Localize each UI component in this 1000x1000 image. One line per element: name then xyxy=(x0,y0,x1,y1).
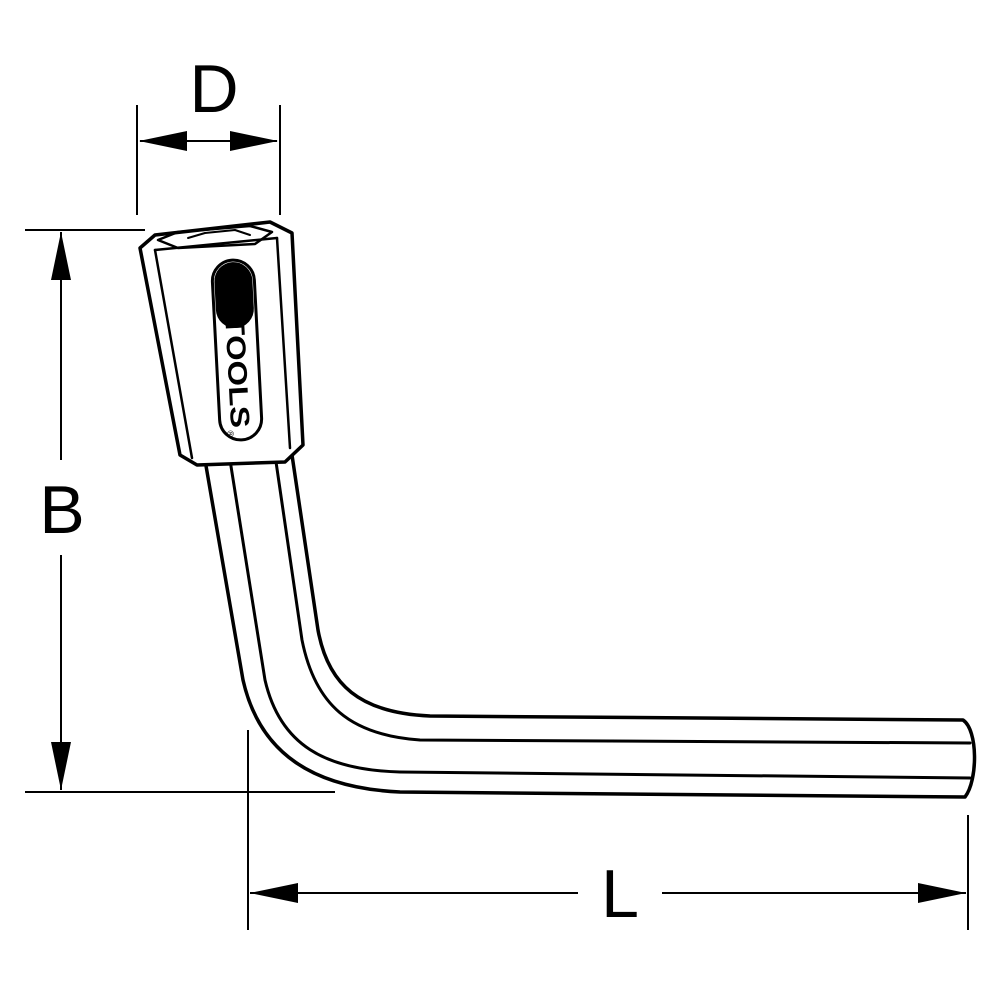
socket-head-edge-left xyxy=(153,248,194,460)
wrench-shank-edge-2 xyxy=(273,453,972,745)
dimension-l xyxy=(247,730,969,930)
d-arrow-right xyxy=(230,131,278,151)
wrench-shank-outline xyxy=(203,453,977,799)
dimension-b xyxy=(25,229,335,793)
logo-ks-block xyxy=(214,262,254,329)
brand-logo: KSTOOLS ® xyxy=(210,258,264,442)
dimension-label-d: D xyxy=(189,51,238,127)
socket-head-edge-right xyxy=(275,236,292,450)
socket-inner-hex xyxy=(187,229,251,239)
d-arrow-left xyxy=(139,131,187,151)
l-arrow-left xyxy=(250,883,298,903)
l-wrench xyxy=(138,220,977,799)
b-arrow-top xyxy=(51,232,71,280)
l-arrow-right xyxy=(918,883,966,903)
socket-hex-opening xyxy=(156,224,274,250)
b-arrow-bottom xyxy=(51,742,71,790)
dimension-label-l: L xyxy=(601,856,639,932)
dimension-d xyxy=(136,105,281,215)
logo-trademark: ® xyxy=(225,430,235,438)
wrench-shank-edge-1 xyxy=(228,458,972,780)
dimension-label-b: B xyxy=(39,472,84,548)
